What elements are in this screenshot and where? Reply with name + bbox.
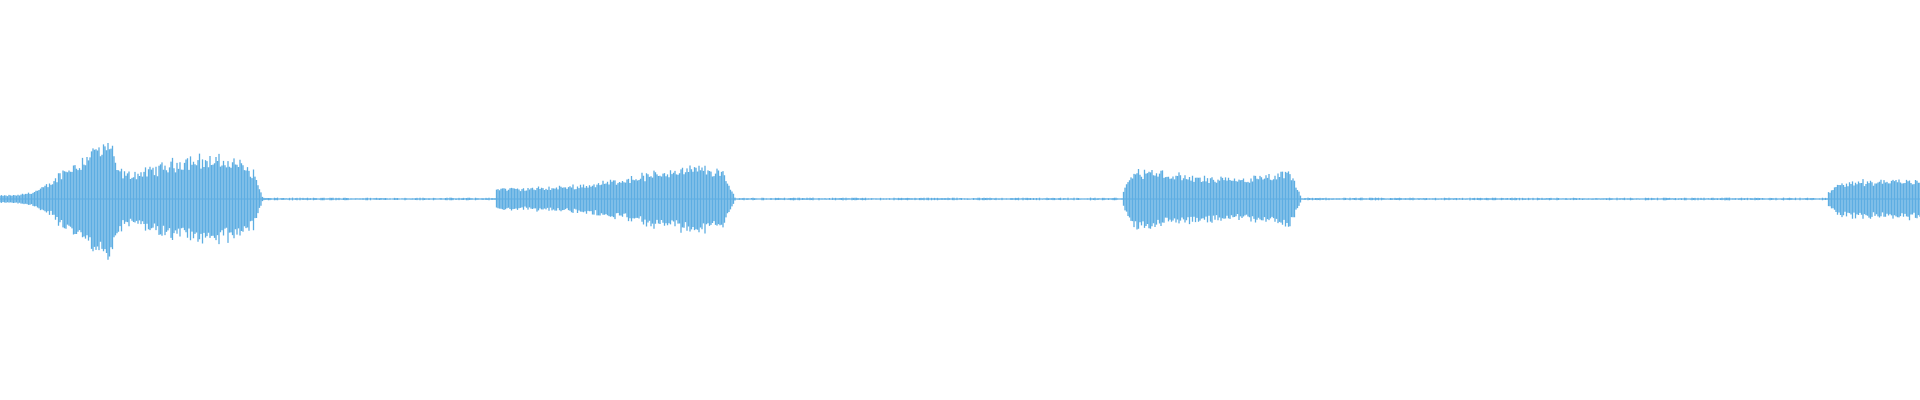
waveform-samples <box>0 143 1920 260</box>
waveform-clip-1[interactable] <box>0 133 263 265</box>
waveform-clip-3[interactable] <box>1123 169 1302 229</box>
waveform-clip-2[interactable] <box>495 165 735 234</box>
waveform-clip-4[interactable] <box>1828 178 1920 220</box>
